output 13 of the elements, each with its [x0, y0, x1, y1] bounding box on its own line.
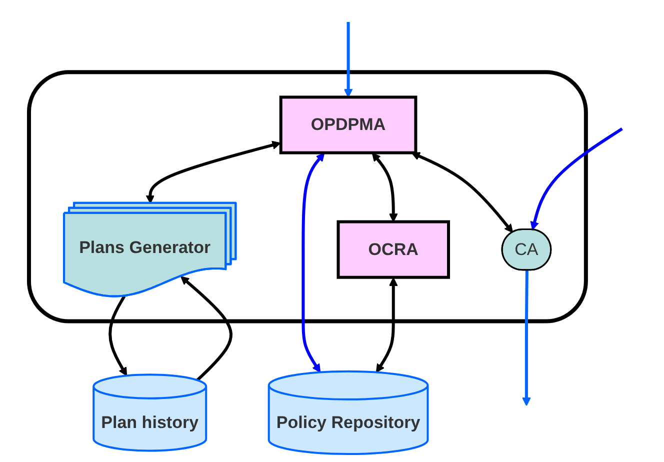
node-box: OPDPMA: [279, 96, 418, 154]
arrow: [522, 270, 531, 406]
cluster: [26, 70, 588, 324]
arrow: [344, 22, 353, 98]
arrow: [530, 128, 623, 230]
arrow: [376, 277, 398, 373]
arrow: [411, 152, 514, 233]
node-box: OCRA: [336, 220, 450, 279]
arrow: [372, 152, 398, 222]
arrow: [108, 295, 128, 376]
arrow: [302, 152, 325, 373]
arrow: [146, 140, 281, 204]
arrow: [180, 276, 232, 382]
